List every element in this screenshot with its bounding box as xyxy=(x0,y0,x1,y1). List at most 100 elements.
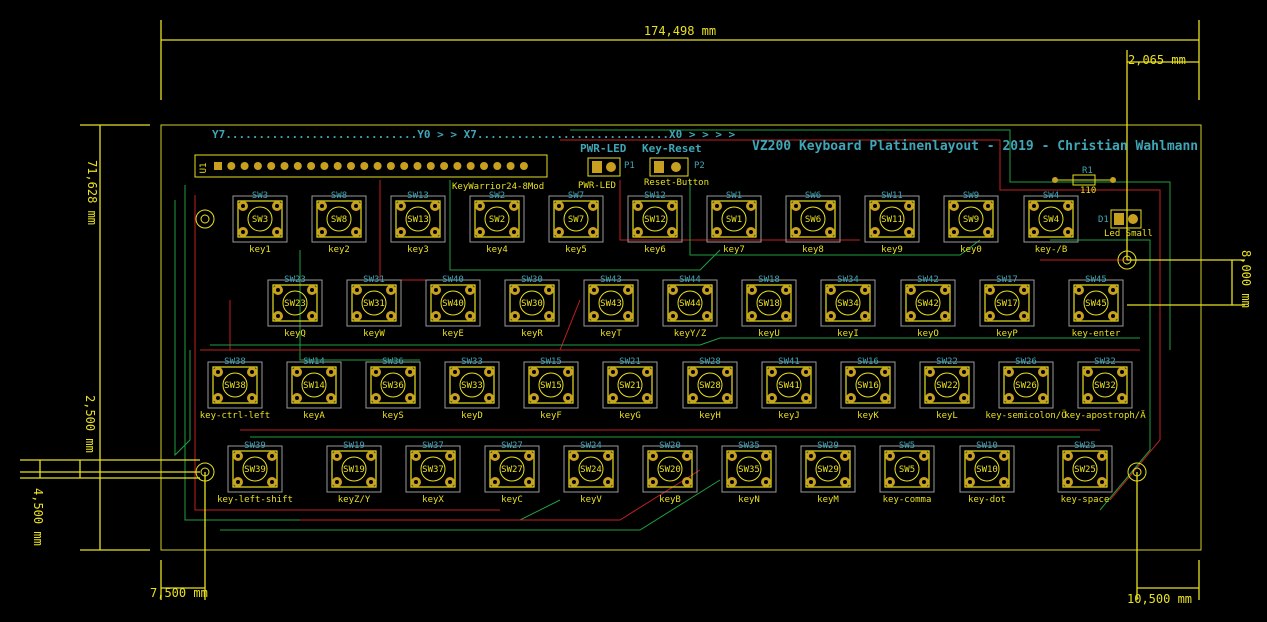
connector-pin xyxy=(227,162,236,170)
copper-trace xyxy=(210,337,1140,346)
switch-label: keyF xyxy=(540,411,562,421)
switch-pad-drill xyxy=(804,370,808,374)
switch-ref-inner: SW24 xyxy=(580,465,602,475)
dim-right-hole: 8,000 mm xyxy=(1239,250,1253,308)
switch-pad-drill xyxy=(236,454,240,458)
switch-courtyard xyxy=(627,195,683,243)
switch-pad-drill xyxy=(873,204,877,208)
switch-ref: SW32 xyxy=(1094,357,1116,367)
switch-pad-drill xyxy=(453,370,457,374)
switch-label: key-/B xyxy=(1035,245,1068,255)
switch-pad-drill xyxy=(907,204,911,208)
switch-ref: SW10 xyxy=(976,441,998,451)
switch-ref-inner: SW39 xyxy=(244,465,266,475)
switch-pad-drill xyxy=(270,480,274,484)
switch-pad-drill xyxy=(909,314,913,318)
switch-courtyard xyxy=(642,445,698,493)
switch-ref-inner: SW4 xyxy=(1043,215,1059,225)
switch-label: keyD xyxy=(461,411,483,421)
switch-body xyxy=(291,366,337,404)
switch-courtyard xyxy=(721,445,777,493)
switch-courtyard xyxy=(800,445,856,493)
switch-pad-drill xyxy=(433,230,437,234)
switch-plunger xyxy=(835,290,861,316)
switch-ref: SW1 xyxy=(726,191,742,201)
switch-ref: SW14 xyxy=(303,357,325,367)
switch-ref: SW12 xyxy=(644,191,666,201)
switch-courtyard xyxy=(682,361,738,409)
switch-plunger xyxy=(815,456,841,482)
switch-pad-drill xyxy=(828,204,832,208)
connector-pin xyxy=(214,162,222,170)
connector-pin xyxy=(400,162,409,170)
switch-ref-inner: SW41 xyxy=(778,381,800,391)
switch-label: keyC xyxy=(501,495,523,505)
switch-pad-drill xyxy=(626,288,630,292)
switch-ref: SW21 xyxy=(619,357,641,367)
switch-pad-drill xyxy=(922,480,926,484)
pwr-led-pin2 xyxy=(606,162,616,172)
switch-pad-drill xyxy=(513,288,517,292)
switch-pad-drill xyxy=(468,288,472,292)
switch-body xyxy=(509,284,555,322)
switch-plunger xyxy=(855,372,881,398)
switch-courtyard xyxy=(563,445,619,493)
switch-ref-inner: SW42 xyxy=(917,299,939,309)
switch-ref-inner: SW11 xyxy=(881,215,903,225)
switch-pad-drill xyxy=(636,204,640,208)
switch-pad-drill xyxy=(670,204,674,208)
header-row-label: Y7.............................Y0 > > X7… xyxy=(212,128,736,141)
resistor-ref: R1 xyxy=(1082,166,1093,176)
switch-body xyxy=(395,200,441,238)
copper-traces xyxy=(174,129,1171,531)
switch-plunger xyxy=(736,456,762,482)
connector-pin xyxy=(373,162,382,170)
switch-pad-drill xyxy=(241,204,245,208)
switch-pad-drill xyxy=(1002,480,1006,484)
switch-plunger xyxy=(222,372,248,398)
reset-ref: P2 xyxy=(694,161,705,171)
switch-courtyard xyxy=(1057,445,1113,493)
switch-plunger xyxy=(405,206,431,232)
switch-pad-drill xyxy=(794,230,798,234)
switch-body xyxy=(924,366,970,404)
switch-ref-inner: SW9 xyxy=(963,215,979,225)
switch-ref: SW11 xyxy=(881,191,903,201)
reset-value: Reset-Button xyxy=(644,178,709,188)
switch-pad-drill xyxy=(236,480,240,484)
switch-ref: SW2 xyxy=(489,191,505,201)
switch-pad-drill xyxy=(408,396,412,400)
switch-courtyard xyxy=(227,445,283,493)
switch-pad-drill xyxy=(557,204,561,208)
switch-pad-drill xyxy=(809,480,813,484)
board-outline xyxy=(160,124,1202,551)
switch-pad-drill xyxy=(909,288,913,292)
switch-ref-inner: SW16 xyxy=(857,381,879,391)
switch-pad-drill xyxy=(354,204,358,208)
switch-label: key-left-shift xyxy=(217,495,293,505)
switch-label: key0 xyxy=(960,245,982,255)
switch-ref-inner: SW18 xyxy=(758,299,780,309)
switch-ref-inner: SW5 xyxy=(899,465,915,475)
board-title: VZ200 Keyboard Platinenlayout - 2019 - C… xyxy=(752,139,1198,154)
switch-courtyard xyxy=(390,195,446,243)
connector-pin xyxy=(333,162,342,170)
switch-pad-drill xyxy=(943,288,947,292)
switch-pad-drill xyxy=(809,454,813,458)
switch-pad-drill xyxy=(730,480,734,484)
switch-pad-drill xyxy=(329,396,333,400)
led-pad2 xyxy=(1128,214,1138,224)
switch-pad-drill xyxy=(749,204,753,208)
reset-header xyxy=(649,157,689,177)
